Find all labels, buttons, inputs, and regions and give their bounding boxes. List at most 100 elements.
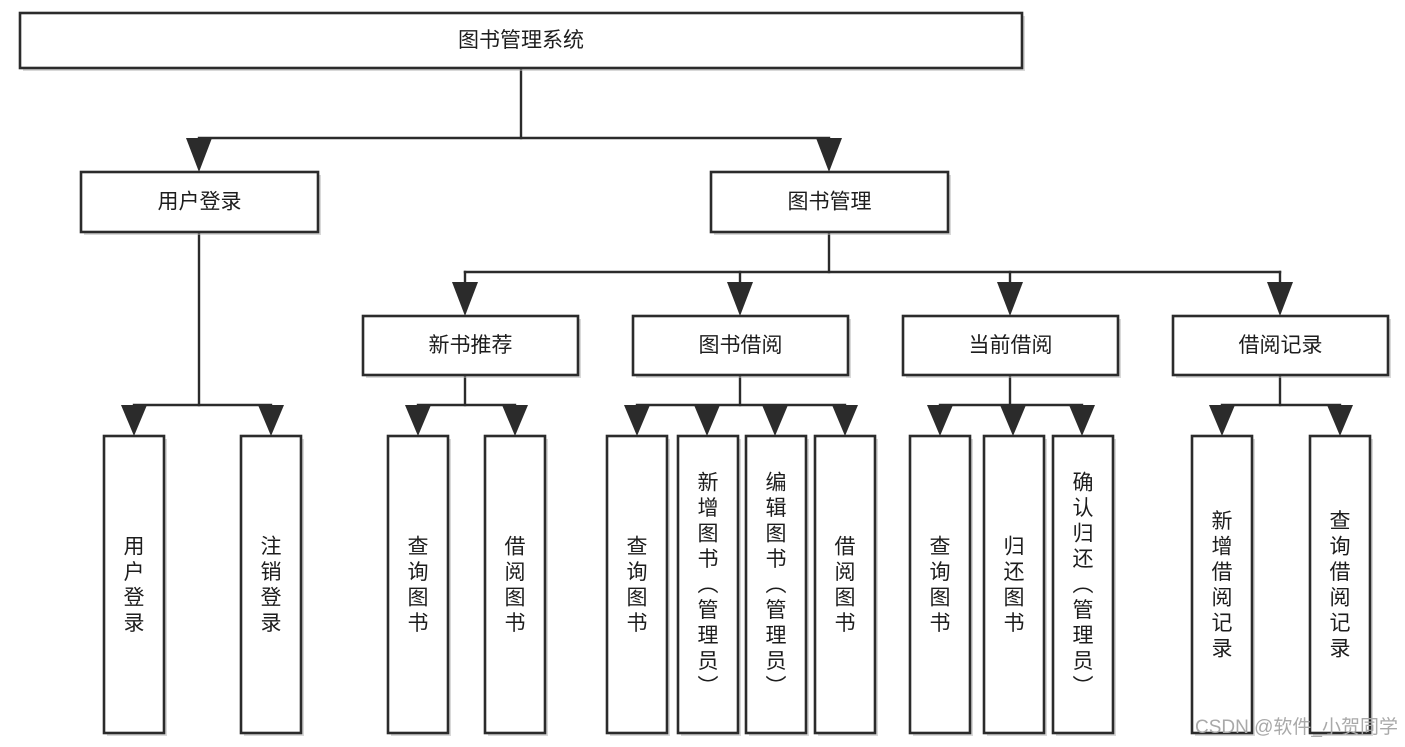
node-box[interactable]	[386, 434, 450, 735]
arrow-head-icon	[1209, 405, 1235, 436]
node-box[interactable]	[1308, 434, 1372, 735]
node-label: 编辑图书︵管理员︶	[766, 472, 787, 699]
node-label-char: ︶	[698, 676, 719, 699]
node-label-char: 新	[1212, 510, 1233, 533]
arrow-head-icon	[727, 282, 753, 316]
node-label: 用户登录	[158, 191, 242, 214]
node-label-char: 阅	[1330, 586, 1351, 609]
node-label: 新增图书︵管理员︶	[698, 472, 719, 699]
node-label: 图书管理系统	[458, 29, 584, 52]
node-label: 图书借阅	[699, 334, 783, 357]
node-label-char: 员	[766, 650, 787, 673]
connector-group-borrow-record-to-leaves	[1209, 373, 1353, 436]
node-leaf-confirm-return-admin[interactable]: 确认归还︵管理员︶	[1051, 434, 1116, 736]
node-label-char: ︵	[1073, 574, 1094, 597]
node-label-char: 询	[408, 561, 429, 584]
arrow-head-icon	[624, 405, 650, 436]
node-box[interactable]	[676, 434, 740, 735]
node-label-char: 还	[1004, 561, 1025, 584]
node-label-char: 图	[835, 586, 856, 609]
node-leaf-borrow-book-recommend[interactable]: 借阅图书	[483, 434, 548, 736]
node-book-management[interactable]: 图书管理	[709, 170, 951, 235]
node-box[interactable]	[908, 434, 972, 735]
node-leaf-add-book-admin[interactable]: 新增图书︵管理员︶	[676, 434, 741, 736]
node-box[interactable]	[982, 434, 1046, 735]
node-leaf-borrow-book[interactable]: 借阅图书	[813, 434, 878, 736]
node-leaf-add-borrow-record[interactable]: 新增借阅记录	[1190, 434, 1255, 736]
node-box[interactable]	[709, 170, 950, 234]
node-label-char: 新	[698, 472, 719, 495]
node-box[interactable]	[361, 314, 580, 377]
node-label-char: 书	[835, 612, 856, 635]
node-box[interactable]	[631, 314, 850, 377]
node-label-char: 询	[1330, 535, 1351, 558]
connector-group-new-book-recommend-to-leaves	[405, 373, 528, 436]
node-user-login[interactable]: 用户登录	[79, 170, 321, 235]
node-leaf-user-login[interactable]: 用户登录	[102, 434, 167, 736]
arrow-head-icon	[694, 405, 720, 436]
node-label-char: 阅	[1212, 586, 1233, 609]
node-box[interactable]	[744, 434, 808, 735]
node-leaf-edit-book-admin[interactable]: 编辑图书︵管理员︶	[744, 434, 809, 736]
arrow-head-icon	[1000, 405, 1026, 436]
node-box[interactable]	[813, 434, 877, 735]
node-leaf-query-book-current[interactable]: 查询图书	[908, 434, 973, 736]
node-box[interactable]	[79, 170, 320, 234]
node-label: 新书推荐	[429, 334, 513, 357]
node-box[interactable]	[1190, 434, 1254, 735]
node-leaf-query-borrow-record[interactable]: 查询借阅记录	[1308, 434, 1373, 736]
node-label-char: 员	[1073, 650, 1094, 673]
node-label-char: 图	[698, 523, 719, 546]
node-box[interactable]	[1051, 434, 1115, 735]
node-label-char: 书	[408, 612, 429, 635]
node-leaf-query-book-recommend[interactable]: 查询图书	[386, 434, 451, 736]
node-label: 借阅记录	[1239, 334, 1323, 357]
node-label-char: ︶	[766, 676, 787, 699]
node-box[interactable]	[483, 434, 547, 735]
node-label-char: 图	[766, 523, 787, 546]
node-label-char: 书	[766, 548, 787, 571]
node-leaf-return-book[interactable]: 归还图书	[982, 434, 1047, 736]
arrow-head-icon	[121, 405, 147, 436]
node-label-char: 借	[505, 535, 526, 558]
node-label-char: 录	[124, 612, 145, 635]
node-label-char: 借	[835, 535, 856, 558]
node-label-char: 查	[1330, 510, 1351, 533]
node-label-char: 书	[698, 548, 719, 571]
node-leaf-query-book-borrow[interactable]: 查询图书	[605, 434, 670, 736]
arrow-head-icon	[405, 405, 431, 436]
node-new-book-recommend[interactable]: 新书推荐	[361, 314, 581, 378]
node-label-char: 阅	[505, 561, 526, 584]
node-label-char: 登	[124, 586, 145, 609]
node-label: 查询图书	[930, 535, 951, 635]
node-box[interactable]	[102, 434, 166, 735]
node-box[interactable]	[605, 434, 669, 735]
node-label: 借阅图书	[505, 535, 526, 635]
node-box[interactable]	[1171, 314, 1390, 377]
node-label-char: 图	[505, 586, 526, 609]
node-current-borrow[interactable]: 当前借阅	[901, 314, 1121, 378]
node-label: 用户登录	[124, 535, 145, 635]
node-book-borrow[interactable]: 图书借阅	[631, 314, 851, 378]
arrow-head-icon	[997, 282, 1023, 316]
node-label-char: 归	[1073, 523, 1094, 546]
node-label-char: 管	[1073, 599, 1094, 622]
arrow-head-icon	[186, 138, 212, 172]
node-label-char: 查	[627, 535, 648, 558]
node-label-char: 注	[261, 535, 282, 558]
node-box[interactable]	[18, 11, 1024, 70]
node-root[interactable]: 图书管理系统	[18, 11, 1025, 71]
node-label-char: 图	[408, 586, 429, 609]
node-box[interactable]	[901, 314, 1120, 377]
node-label-char: 录	[1212, 637, 1233, 660]
node-leaf-logout-login[interactable]: 注销登录	[239, 434, 304, 736]
node-label-char: ︵	[766, 574, 787, 597]
node-box[interactable]	[239, 434, 303, 735]
node-label-char: 书	[627, 612, 648, 635]
arrow-head-icon	[816, 138, 842, 172]
node-label-char: 书	[1004, 612, 1025, 635]
node-label-char: 借	[1212, 561, 1233, 584]
node-label-char: 确	[1073, 472, 1094, 495]
node-borrow-record[interactable]: 借阅记录	[1171, 314, 1391, 378]
